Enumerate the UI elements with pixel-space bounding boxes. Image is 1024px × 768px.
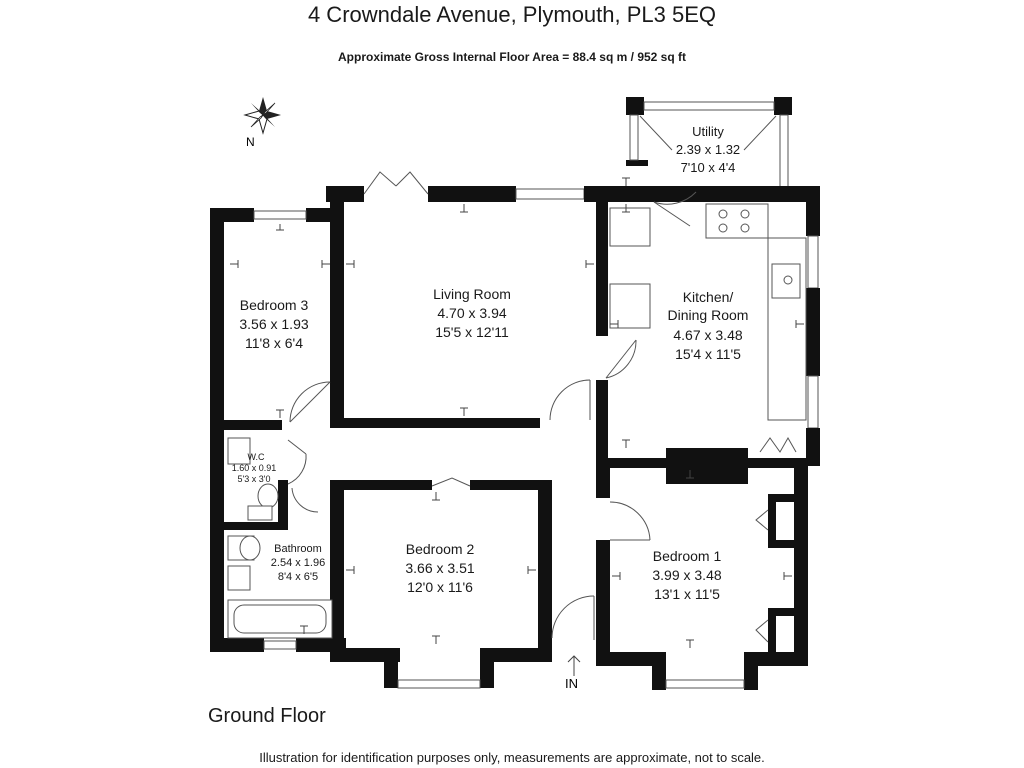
room-living: Living Room 4.70 x 3.94 15'5 x 12'11 — [433, 286, 511, 340]
measurement-arrows — [230, 177, 804, 648]
floor-area-text: Approximate Gross Internal Floor Area = … — [338, 50, 686, 64]
room-wc: W.C 1.60 x 0.91 5'3 x 3'0 — [232, 452, 277, 484]
room-bedroom2: Bedroom 2 3.66 x 3.51 12'0 x 11'6 — [405, 541, 474, 595]
room-bedroom1: Bedroom 1 3.99 x 3.48 13'1 x 11'5 — [652, 548, 721, 602]
room-metric: 2.54 x 1.96 — [271, 557, 325, 569]
outer-walls — [210, 186, 820, 690]
room-utility: Utility 2.39 x 1.32 7'10 x 4'4 — [676, 124, 740, 175]
room-metric: 3.66 x 3.51 — [405, 560, 474, 576]
room-imperial: 7'10 x 4'4 — [681, 160, 736, 175]
room-metric: 4.67 x 3.48 — [673, 327, 742, 343]
room-metric: 4.70 x 3.94 — [437, 305, 506, 321]
room-name-2: Dining Room — [668, 307, 749, 323]
page-title: 4 Crowndale Avenue, Plymouth, PL3 5EQ — [307, 2, 717, 27]
room-imperial: 5'3 x 3'0 — [238, 474, 271, 484]
room-bathroom: Bathroom 2.54 x 1.96 8'4 x 6'5 — [271, 543, 325, 583]
entrance-arrow-icon — [567, 655, 581, 676]
room-name: Bedroom 2 — [406, 541, 475, 557]
room-imperial: 8'4 x 6'5 — [278, 571, 318, 583]
room-metric: 1.60 x 0.91 — [232, 463, 277, 473]
compass-label: N — [246, 135, 255, 149]
room-imperial: 11'8 x 6'4 — [245, 335, 303, 351]
room-name: W.C — [248, 452, 265, 462]
room-kitchen: Kitchen/ Dining Room 4.67 x 3.48 15'4 x … — [668, 289, 749, 362]
room-imperial: 13'1 x 11'5 — [654, 586, 720, 602]
fixtures — [227, 203, 807, 639]
room-name: Bedroom 3 — [240, 297, 309, 313]
floor-label: Ground Floor — [208, 705, 326, 727]
room-name: Bathroom — [274, 543, 322, 555]
disclaimer-text: Illustration for identification purposes… — [259, 750, 765, 765]
room-name: Living Room — [433, 286, 511, 302]
room-name: Utility — [692, 124, 724, 139]
doors — [287, 171, 797, 643]
room-imperial: 12'0 x 11'6 — [407, 579, 473, 595]
room-imperial: 15'4 x 11'5 — [675, 346, 741, 362]
room-metric: 3.99 x 3.48 — [652, 567, 721, 583]
room-name: Kitchen/ — [683, 289, 734, 305]
room-metric: 3.56 x 1.93 — [239, 316, 308, 332]
entrance-label: IN — [565, 676, 578, 691]
room-name: Bedroom 1 — [653, 548, 722, 564]
interior-walls — [224, 186, 808, 660]
compass-icon — [243, 97, 281, 135]
room-imperial: 15'5 x 12'11 — [435, 324, 509, 340]
room-metric: 2.39 x 1.32 — [676, 142, 740, 157]
room-bedroom3: Bedroom 3 3.56 x 1.93 11'8 x 6'4 — [239, 297, 308, 351]
utility-walls — [626, 97, 792, 188]
